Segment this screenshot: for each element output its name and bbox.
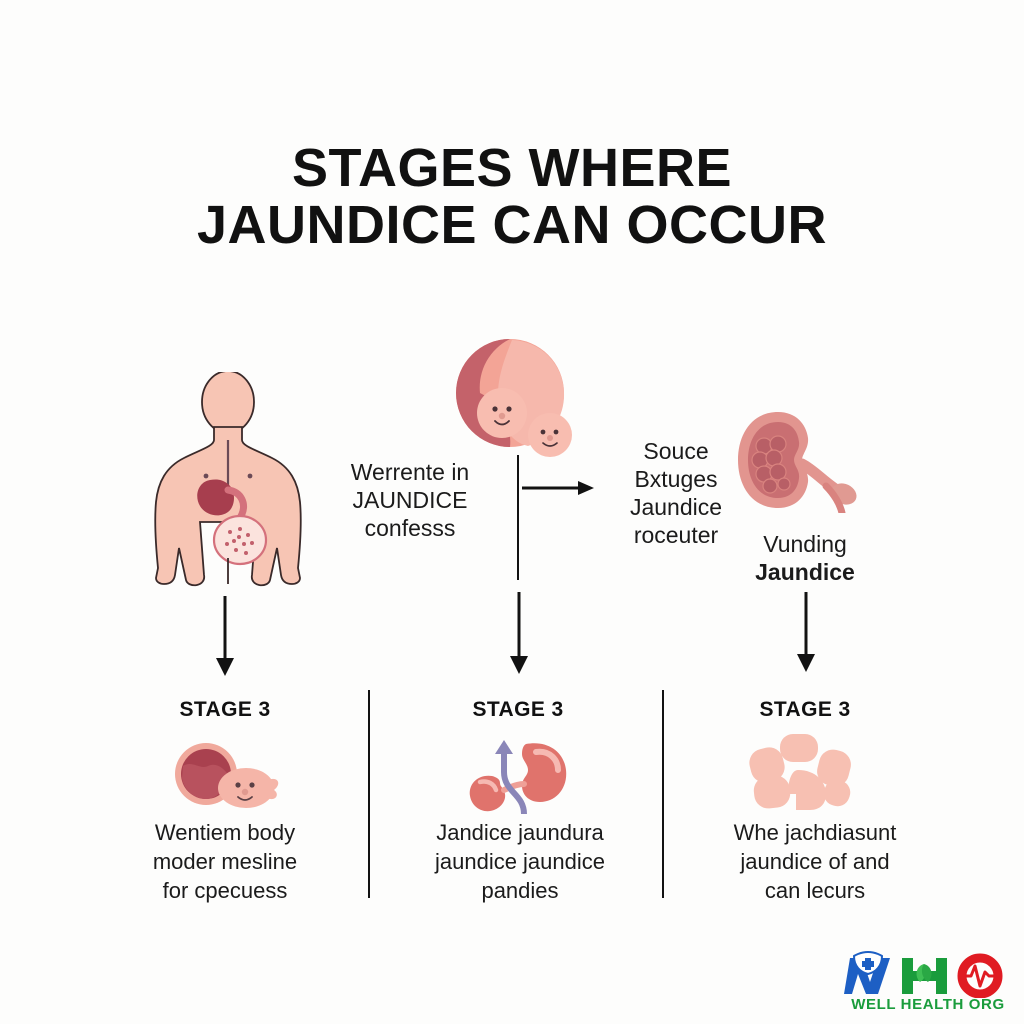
human-torso-organ-icon: [148, 370, 308, 590]
stage-caption-3-line-3: can lecurs: [764, 878, 866, 904]
stage-caption-3-line-2: jaundice of and: [740, 849, 890, 875]
stage-label-2: STAGE 3: [472, 698, 564, 721]
stage-caption-2: Jandice jaundura jaundice jaundice pandi…: [395, 818, 645, 905]
middle-text-left: Werrente in JAUNDICE confesss: [320, 458, 500, 542]
middle-text-right: Vunding Jaundice: [715, 530, 895, 586]
stage-caption-2-line-3: pandies: [481, 878, 559, 904]
middle-text-right-line-1: Vunding: [763, 531, 847, 557]
who-logo-mark: [844, 950, 1003, 999]
kidney-cross-section-icon: [730, 408, 870, 517]
stage-caption-1-line-1: Wentiem body: [154, 820, 296, 845]
arrow-down-stage-3: [797, 592, 815, 672]
stage-label-3: STAGE 3: [759, 698, 851, 721]
arrow-right-to-source: [522, 481, 594, 495]
middle-vertical-rule: [517, 455, 519, 580]
stage-label-1: STAGE 3: [179, 698, 271, 721]
stage-caption-3-line-1: Whe jachdiasunt: [733, 820, 897, 845]
title-line-2: JAUNDICE CAN OCCUR: [196, 195, 828, 256]
logo-wordmark: WELL HEALTH ORG: [851, 996, 1005, 1013]
stage-caption-1-line-2: moder mesline: [152, 849, 298, 875]
page-title: STAGES WHERE JAUNDICE CAN OCCUR: [0, 138, 1024, 256]
middle-text-cr-line-1: Souce: [643, 438, 709, 464]
middle-text-cr-line-3: Jaundice: [629, 494, 723, 521]
middle-text-cr-line-4: roceuter: [633, 522, 719, 549]
stage-caption-2-line-2: jaundice jaundice: [434, 849, 606, 875]
embryo-cell-icon: [168, 742, 286, 810]
arrow-down-stage-1: [216, 596, 234, 676]
stage-caption-1: Wentiem body moder mesline for cpecuess: [100, 818, 350, 905]
cell-cluster-icon: [740, 732, 860, 814]
stage-caption-3: Whe jachdiasunt jaundice of and can lecu…: [690, 818, 940, 905]
embryo-faces-icon: [450, 335, 580, 465]
well-health-org-logo: WELL HEALTH ORG: [840, 950, 1016, 1016]
stage-caption-2-line-1: Jandice jaundura: [436, 820, 604, 845]
middle-text-left-line-1: Werrente in: [350, 459, 470, 485]
middle-text-left-line-2: JAUNDICE: [352, 487, 468, 514]
divider-col2-col3: [662, 690, 664, 898]
stage-caption-1-line-3: for cpecuess: [162, 878, 288, 904]
middle-text-center-right: Souce Bxtuges Jaundice roceuter: [596, 437, 756, 549]
middle-text-left-line-3: confesss: [364, 515, 456, 542]
arrow-down-stage-2: [510, 592, 528, 674]
title-line-1: STAGES WHERE: [291, 138, 733, 198]
kidneys-arrow-icon: [464, 738, 576, 817]
middle-text-cr-line-2: Bxtuges: [634, 466, 718, 493]
middle-text-right-line-2: Jaundice: [755, 559, 855, 586]
divider-col1-col2: [368, 690, 370, 898]
